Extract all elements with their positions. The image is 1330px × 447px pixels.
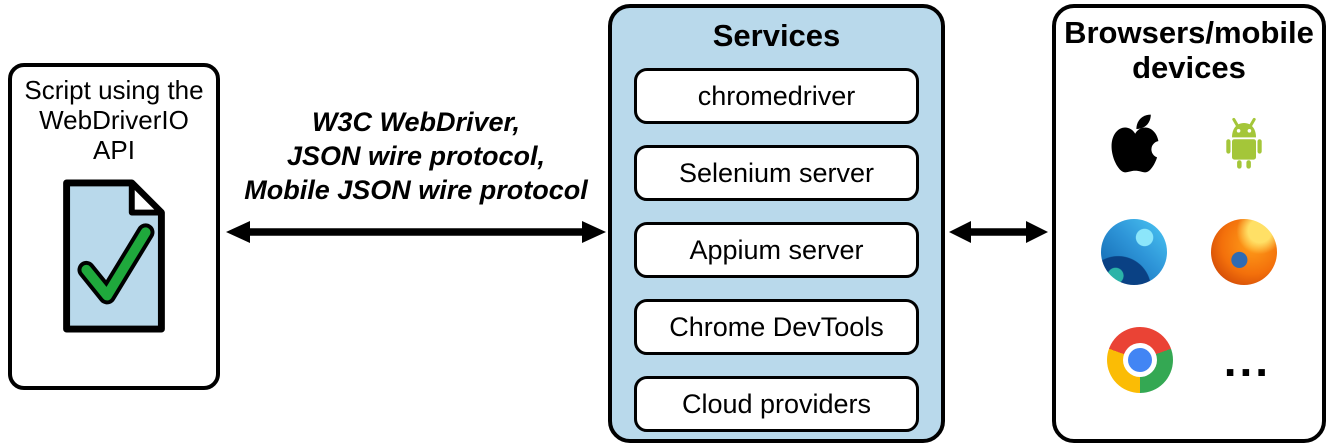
apple-icon xyxy=(1111,115,1167,173)
script-box-title: Script using the WebDriverIO API xyxy=(24,75,204,166)
script-box: Script using the WebDriverIO API xyxy=(8,63,220,390)
firefox-icon xyxy=(1211,219,1278,286)
protocol-line-2: JSON wire protocol, xyxy=(286,140,546,171)
service-list: chromedriver Selenium server Appium serv… xyxy=(634,68,919,432)
devices-title: Browsers/mobile devices xyxy=(1064,15,1314,85)
android-icon xyxy=(1226,118,1263,170)
service-item-chromedriver: chromedriver xyxy=(634,68,919,124)
device-icon-row-2 xyxy=(1056,219,1322,286)
document-check-icon xyxy=(12,177,216,335)
chrome-icon xyxy=(1106,327,1173,394)
protocol-line-3: Mobile JSON wire protocol xyxy=(244,174,588,205)
service-item-chrome-devtools: Chrome DevTools xyxy=(634,299,919,355)
more-devices-ellipsis: ... xyxy=(1223,334,1272,387)
edge-icon xyxy=(1100,219,1167,286)
services-panel: Services chromedriver Selenium server Ap… xyxy=(608,4,945,443)
services-title: Services xyxy=(712,18,841,53)
protocol-arrow-label: W3C WebDriver, JSON wire protocol, Mobil… xyxy=(226,106,606,207)
service-item-selenium-server: Selenium server xyxy=(634,145,919,201)
devices-panel: Browsers/mobile devices xyxy=(1052,4,1326,443)
protocol-line-1: W3C WebDriver, xyxy=(311,107,521,137)
service-item-cloud-providers: Cloud providers xyxy=(634,376,919,432)
device-icon-row-3: ... xyxy=(1056,327,1322,394)
device-icon-row-1 xyxy=(1056,111,1322,177)
services-devices-arrow-icon xyxy=(947,218,1050,246)
script-services-arrow-icon xyxy=(224,218,608,246)
service-item-appium-server: Appium server xyxy=(634,222,919,278)
